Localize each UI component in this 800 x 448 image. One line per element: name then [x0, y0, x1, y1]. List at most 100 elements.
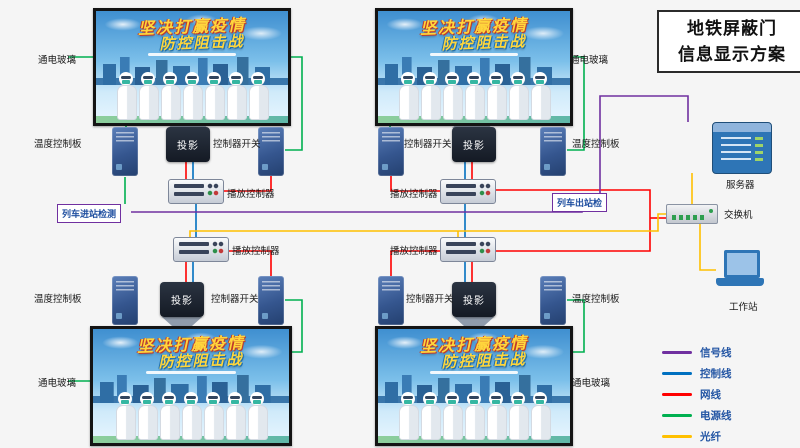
rack-slot: [446, 184, 476, 188]
controller-cabinet-top-left: [258, 127, 284, 176]
poster-medics-row: [378, 72, 570, 120]
medic-body: [443, 85, 463, 120]
medic-head: [140, 392, 154, 406]
temp-board-label-top-left: 温度控制板: [34, 139, 82, 150]
medic-head: [162, 392, 176, 406]
medic-figure: [137, 392, 158, 440]
controller-switch-label-top-right: 控制器开关: [404, 139, 452, 150]
medic-figure: [159, 392, 180, 440]
playback-controller-mid-right: [440, 237, 496, 262]
medic-body: [399, 85, 419, 120]
poster-subtitle-bar: [147, 53, 237, 56]
medic-body: [204, 405, 224, 440]
train-departure-detector: 列车出站检: [552, 193, 608, 212]
powered-glass-label-top-left: 通电玻璃: [38, 55, 77, 66]
medic-figure: [247, 392, 268, 440]
network-switch-label: 交换机: [724, 210, 753, 221]
medic-head: [401, 72, 415, 86]
medic-head: [467, 392, 481, 406]
medic-figure: [464, 72, 485, 120]
projector-bottom-right: 投影: [452, 282, 496, 317]
rack-slot: [179, 242, 209, 246]
medic-figure: [508, 392, 529, 440]
poster-medics-row: [96, 72, 288, 120]
medic-body: [182, 405, 202, 440]
medic-body: [248, 405, 268, 440]
temp-control-cabinet-bottom-right: [540, 276, 566, 325]
medic-head: [511, 392, 525, 406]
legend-item: 信号线: [662, 342, 732, 363]
medic-head: [423, 392, 437, 406]
medic-head: [511, 72, 525, 86]
network-lines: [185, 162, 666, 282]
legend-line-swatch: [662, 393, 692, 396]
train-arrival-detector: 列车进站检测: [57, 204, 122, 223]
medic-head: [251, 72, 265, 86]
rack-ports: [212, 241, 224, 255]
powered-glass-label-bottom-right: 通电玻璃: [572, 378, 611, 389]
legend-line-swatch: [662, 414, 692, 417]
projector-label: 投影: [177, 141, 199, 152]
legend-label: 电源线: [700, 410, 732, 422]
temp-control-cabinet-top-left: [112, 127, 138, 176]
medic-head: [229, 72, 243, 86]
medic-figure: [203, 392, 224, 440]
medic-body: [465, 85, 485, 120]
legend-label: 光纤: [700, 431, 721, 443]
display-screen-bottom-right: 坚决打赢疫情 防控阻击战: [375, 326, 573, 446]
poster-medics-row: [378, 392, 570, 440]
display-screen-top-left: 坚决打赢疫情 防控阻击战: [93, 8, 291, 126]
medic-body: [227, 85, 247, 120]
medic-body: [117, 85, 137, 120]
controller-cabinet-bottom-left: [258, 276, 284, 325]
medic-body: [421, 405, 441, 440]
medic-figure: [226, 72, 247, 120]
medic-head: [119, 72, 133, 86]
poster-subtitle-bar: [145, 371, 237, 374]
medic-figure: [486, 392, 507, 440]
network-switch-unit: [666, 204, 718, 224]
projector-label: 投影: [463, 141, 485, 152]
playback-controller-top-left: [168, 179, 224, 204]
legend-label: 网线: [700, 389, 721, 401]
legend-item: 光纤: [662, 426, 732, 447]
medic-figure: [442, 392, 463, 440]
scheme-title-line1: 地铁屏蔽门: [687, 19, 777, 38]
medic-figure: [420, 392, 441, 440]
medic-body: [421, 85, 441, 120]
server-unit: [712, 122, 772, 174]
playback-controller-label-top-left: 播放控制器: [227, 189, 275, 200]
display-screen-bottom-left: 坚决打赢疫情 防控阻击战: [90, 326, 292, 446]
rack-slot: [179, 250, 209, 254]
controller-cabinet-bottom-right: [378, 276, 404, 325]
medic-figure: [204, 72, 225, 120]
medic-body: [531, 85, 551, 120]
legend-line-swatch: [662, 351, 692, 354]
medic-body: [226, 405, 246, 440]
medic-figure: [160, 72, 181, 120]
medic-body: [116, 405, 136, 440]
medic-head: [250, 392, 264, 406]
playback-controller-mid-left: [173, 237, 229, 262]
medic-head: [445, 392, 459, 406]
laptop-screen: [724, 250, 760, 278]
legend-line-swatch: [662, 372, 692, 375]
scheme-title: 地铁屏蔽门 信息显示方案: [657, 10, 800, 73]
temp-board-label-bottom-right: 温度控制板: [572, 294, 620, 305]
projector-top-left: 投影: [166, 127, 210, 162]
medic-head: [533, 72, 547, 86]
medic-head: [206, 392, 220, 406]
projector-label: 投影: [171, 296, 193, 307]
rack-slot: [446, 192, 476, 196]
medic-figure: [116, 72, 137, 120]
medic-head: [489, 72, 503, 86]
medic-head: [489, 392, 503, 406]
medic-head: [423, 72, 437, 86]
medic-head: [445, 72, 459, 86]
medic-figure: [486, 72, 507, 120]
medic-figure: [442, 72, 463, 120]
projector-label: 投影: [463, 296, 485, 307]
medic-figure: [530, 72, 551, 120]
display-screen-top-right: 坚决打赢疫情 防控阻击战: [375, 8, 573, 126]
